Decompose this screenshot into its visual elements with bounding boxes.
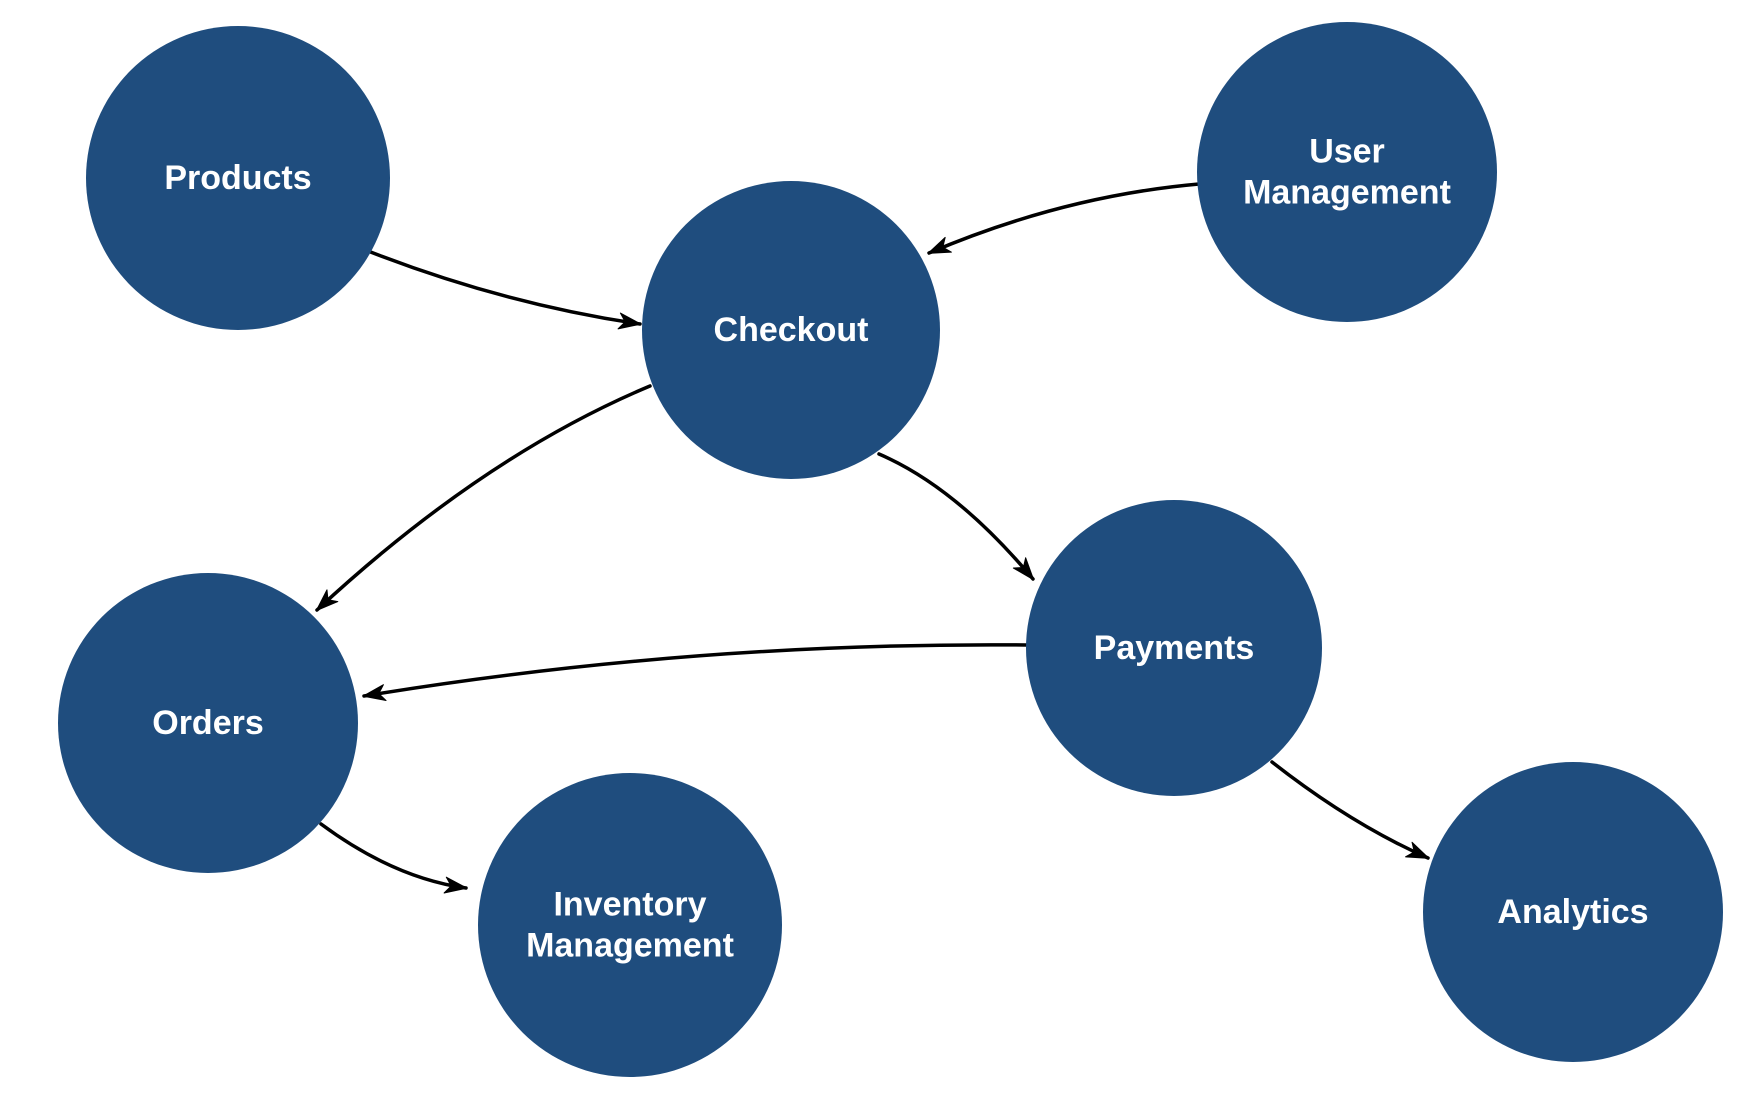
edge-payments-to-analytics [1270,760,1430,860]
edge-checkout-to-payments [877,452,1035,581]
node-user-management-circle[interactable] [1197,22,1497,322]
edge-layer [315,182,1430,894]
node-orders[interactable]: Orders [58,573,358,873]
node-inventory-management-circle[interactable] [478,773,782,1077]
node-analytics[interactable]: Analytics [1423,762,1723,1062]
edge-orders-to-inventory-management [319,822,468,894]
node-orders-circle[interactable] [58,573,358,873]
edge-user-management-to-checkout [927,182,1201,255]
node-products-circle[interactable] [86,26,390,330]
node-payments[interactable]: Payments [1026,500,1322,796]
node-products[interactable]: Products [86,26,390,330]
edge-products-to-checkout [366,249,642,330]
node-checkout-circle[interactable] [642,181,940,479]
edge-payments-to-orders [362,643,1028,701]
node-payments-circle[interactable] [1026,500,1322,796]
node-analytics-circle[interactable] [1423,762,1723,1062]
edge-checkout-to-orders [315,384,652,612]
node-checkout[interactable]: Checkout [642,181,940,479]
